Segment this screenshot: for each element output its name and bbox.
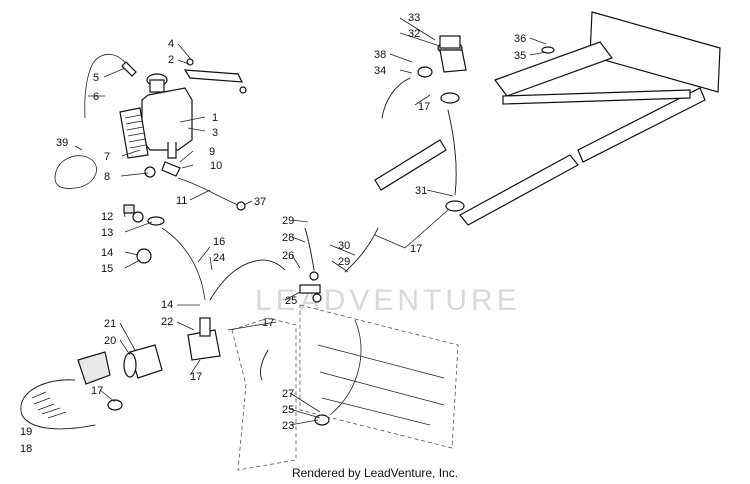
fitting-25-26	[299, 271, 322, 303]
coolant-hose-28	[304, 227, 315, 271]
callout-2: 2	[168, 54, 174, 66]
floor-panel	[299, 304, 459, 449]
dashed-callout-frame	[231, 317, 297, 471]
washer-35-36	[541, 46, 555, 54]
leader-lines	[74, 17, 547, 426]
callout-8: 8	[104, 171, 110, 183]
callout-25b: 25	[282, 404, 294, 416]
hose-section-center	[260, 349, 269, 381]
overflow-hose	[84, 53, 137, 119]
reservoir-outlet-hose	[144, 161, 246, 211]
callout-17e: 17	[418, 101, 430, 113]
radiator-cap	[437, 35, 467, 73]
callout-27: 27	[282, 388, 294, 400]
callout-25a: 25	[285, 295, 297, 307]
hose-clamp-17-lower	[107, 399, 123, 411]
hose-clamp-15	[136, 248, 152, 264]
thermostat-housing	[123, 344, 163, 379]
coolant-hose-24	[209, 259, 286, 301]
callout-16: 16	[213, 236, 225, 248]
watermark-text: LEADVENTURE	[255, 284, 521, 317]
bleeder-screw	[123, 204, 165, 226]
callout-32: 32	[408, 28, 420, 40]
callout-5: 5	[93, 72, 99, 84]
reservoir-decal	[119, 107, 149, 159]
callout-20: 20	[104, 335, 116, 347]
callout-9: 9	[209, 146, 215, 158]
callout-1: 1	[212, 112, 218, 124]
callout-7: 7	[104, 151, 110, 163]
callout-21: 21	[104, 318, 116, 330]
callout-35: 35	[514, 50, 526, 62]
callout-18: 18	[20, 443, 32, 455]
callout-29b: 29	[338, 256, 350, 268]
tee-fitting-22	[187, 317, 221, 361]
callout-17d: 17	[410, 243, 422, 255]
callout-28: 28	[282, 232, 294, 244]
upper-radiator-hose-30	[344, 227, 379, 273]
heat-exchanger-rail	[374, 139, 579, 226]
callout-19: 19	[20, 426, 32, 438]
callout-34: 34	[374, 65, 386, 77]
coolant-reservoir	[141, 73, 193, 159]
callout-14a: 14	[101, 247, 113, 259]
callout-36: 36	[514, 33, 526, 45]
callout-14b: 14	[161, 299, 173, 311]
callout-17b: 17	[190, 371, 202, 383]
bypass-hose-16	[161, 227, 206, 301]
callout-11: 11	[176, 195, 187, 207]
callout-31: 31	[415, 185, 427, 197]
footer-credit: Rendered by LeadVenture, Inc.	[291, 466, 459, 480]
callout-37: 37	[254, 196, 266, 208]
reservoir-bracket	[183, 58, 247, 94]
callout-30: 30	[338, 240, 350, 252]
callout-24: 24	[213, 252, 225, 264]
lower-radiator-hose-19	[20, 379, 96, 430]
callout-17a: 17	[91, 385, 103, 397]
callout-12: 12	[101, 211, 113, 223]
callout-10: 10	[210, 160, 222, 172]
callout-39: 39	[56, 137, 68, 149]
callout-6: 6	[93, 91, 99, 103]
heat-exchanger-right	[494, 11, 721, 163]
callout-17c: 17	[262, 317, 274, 329]
callout-15: 15	[101, 263, 113, 275]
callout-29a: 29	[282, 215, 294, 227]
callout-4: 4	[168, 38, 174, 50]
callout-22: 22	[161, 316, 173, 328]
callout-13: 13	[101, 227, 113, 239]
upper-hose-34	[381, 66, 433, 119]
callout-3: 3	[212, 127, 218, 139]
thermostat-cover	[77, 351, 111, 385]
riser-hose-31	[440, 92, 465, 212]
hose-clamp-39	[54, 155, 97, 189]
callout-38: 38	[374, 49, 386, 61]
callout-labels: 1 2 3 4 5 6 7 8 9 10 11 12 13 14 14 15 1…	[20, 12, 526, 455]
callout-26: 26	[282, 250, 294, 262]
callout-23: 23	[282, 420, 294, 432]
callout-33: 33	[408, 12, 420, 24]
